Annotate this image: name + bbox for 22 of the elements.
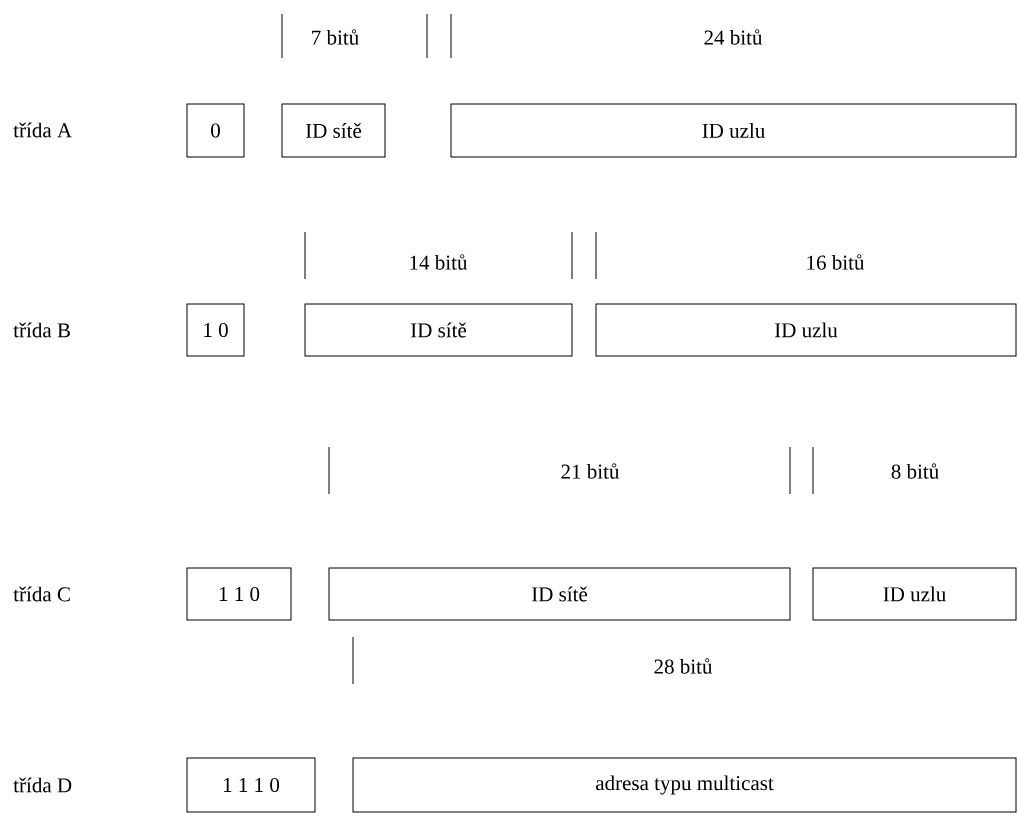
field-box: ID sítě xyxy=(304,303,573,357)
bit-label: třída D xyxy=(13,777,72,793)
bit-label: 24 bitů xyxy=(704,29,763,45)
bit-label: 7 bitů xyxy=(312,29,359,45)
field-box: ID uzlu xyxy=(812,567,1017,621)
bit-label: 14 bitů xyxy=(410,254,468,270)
field-box: ID sítě xyxy=(281,103,386,158)
field-box: 1 1 0 xyxy=(186,567,292,621)
field-box: ID sítě xyxy=(328,567,791,621)
bit-label: 16 bitů xyxy=(807,254,865,270)
bit-label: 28 bitů xyxy=(654,658,713,674)
bit-label: třída B xyxy=(13,322,70,338)
field-box: ID uzlu xyxy=(450,103,1017,158)
bit-label: 21 bitů xyxy=(561,463,620,479)
bit-label: třída C xyxy=(13,586,70,602)
bit-label: 8 bitů xyxy=(891,463,939,479)
field-box: 0 xyxy=(186,103,245,158)
field-box: adresa typu multicast xyxy=(352,757,1017,813)
bit-label: třída A xyxy=(13,122,72,138)
field-box: 1 0 xyxy=(186,303,245,357)
field-box: ID uzlu xyxy=(595,303,1017,357)
field-box: 1 1 1 0 xyxy=(186,757,316,813)
